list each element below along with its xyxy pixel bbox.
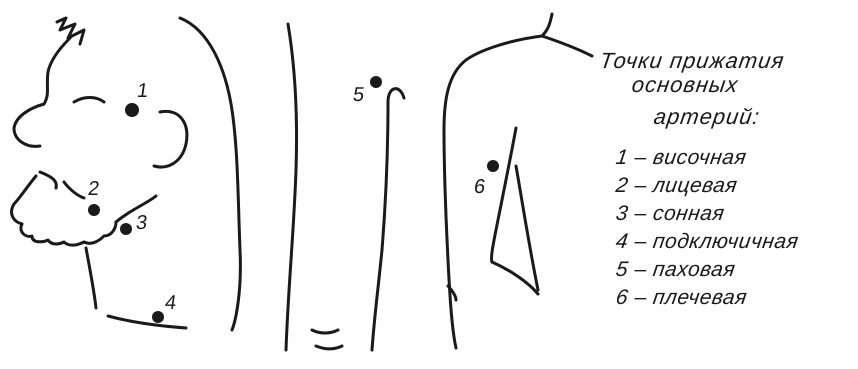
legend-dash: – — [633, 230, 648, 253]
legend-item-2: 2 – лицевая — [614, 174, 739, 198]
point-5-femoral — [370, 76, 382, 88]
point-6-brachial — [487, 160, 499, 172]
point-3-carotid — [120, 223, 132, 235]
legend-dash: – — [633, 174, 648, 197]
legend-item-3: 3 – сонная — [614, 202, 726, 226]
legend-text: паховая — [652, 258, 737, 281]
legend-item-4: 4 – подключичная — [614, 230, 800, 254]
title-line-3: артерий: — [652, 104, 762, 130]
legend-dash: – — [633, 286, 648, 309]
legend-item-1: 1 – височная — [614, 146, 748, 170]
legend-num: 6 — [614, 286, 629, 309]
legend-num: 4 — [614, 230, 629, 253]
legend-dash: – — [633, 146, 648, 169]
legend-num: 5 — [614, 258, 629, 281]
legend-text: подключичная — [652, 230, 801, 253]
legend-text: плечевая — [652, 286, 749, 309]
legend-dash: – — [633, 202, 648, 225]
title-line-1: Точки прижатия — [598, 48, 786, 74]
title-line-2: основных — [630, 72, 740, 98]
point-1-temporal — [125, 103, 139, 117]
legend-text: височная — [652, 146, 748, 169]
legend-item-6: 6 – плечевая — [614, 286, 748, 310]
legend-text: лицевая — [652, 174, 739, 197]
legend-item-5: 5 – паховая — [614, 258, 737, 282]
point-4-subclavian — [152, 311, 164, 323]
legend-dash: – — [633, 258, 648, 281]
legend-num: 1 — [614, 146, 629, 169]
legend-num: 2 — [614, 174, 629, 197]
legend-text: сонная — [652, 202, 726, 225]
point-2-facial — [88, 204, 100, 216]
legend-num: 3 — [614, 202, 629, 225]
